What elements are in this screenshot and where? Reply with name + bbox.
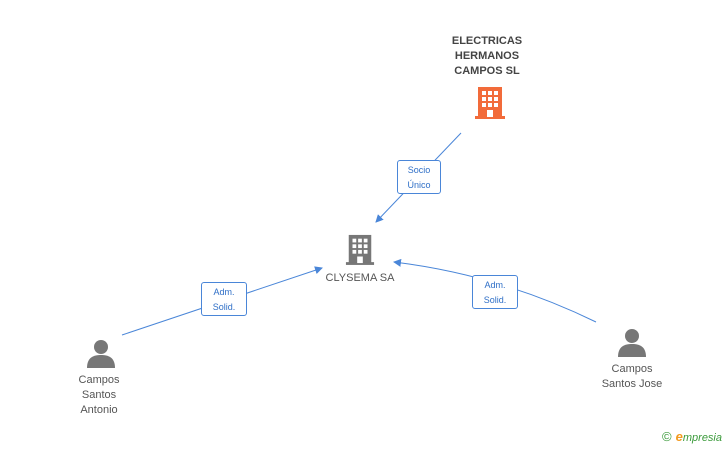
relation-adm-right[interactable]: Adm. Solid. <box>472 275 518 309</box>
empresia-logo: empresia <box>676 429 722 444</box>
copyright-icon: © <box>662 429 672 444</box>
empresia-logo-rest: mpresia <box>682 432 722 444</box>
person-left-name-line-2: Santos <box>81 389 117 401</box>
main-company-building-icon[interactable] <box>345 232 375 266</box>
relation-adm-left[interactable]: Adm. Solid. <box>201 282 247 316</box>
parent-company-name[interactable]: ELECTRICAS HERMANOS CAMPOS SL <box>430 34 544 79</box>
relation-adm-left-line-2: Solid. <box>212 302 236 312</box>
parent-company-name-line-2: HERMANOS <box>454 50 520 62</box>
relation-socio-unico[interactable]: Socio Único <box>397 160 441 194</box>
person-right-icon[interactable] <box>617 327 647 357</box>
parent-company-name-line-3: CAMPOS SL <box>454 65 520 77</box>
person-left-name-line-1: Campos <box>78 374 120 386</box>
person-right-name-line-1: Campos <box>611 363 653 375</box>
person-left-icon[interactable] <box>86 338 116 368</box>
person-left-name-line-3: Antonio <box>80 404 118 416</box>
relation-adm-left-line-1: Adm. <box>213 287 235 297</box>
main-company-name[interactable]: CLYSEMA SA <box>325 272 395 284</box>
relation-adm-right-line-1: Adm. <box>484 280 506 290</box>
relation-socio-unico-line-2: Único <box>407 180 431 190</box>
empresia-logo-initial: e <box>675 429 683 444</box>
relation-socio-unico-line-1: Socio <box>407 165 431 175</box>
person-right-name-line-2: Santos Jose <box>601 378 663 390</box>
person-left-name[interactable]: Campos Santos Antonio <box>54 373 144 418</box>
relation-adm-right-line-2: Solid. <box>483 295 507 305</box>
empresia-watermark: © empresia <box>662 429 722 444</box>
parent-company-name-line-1: ELECTRICAS <box>451 35 523 47</box>
parent-company-building-icon[interactable] <box>474 85 506 119</box>
person-right-name[interactable]: Campos Santos Jose <box>582 362 682 392</box>
